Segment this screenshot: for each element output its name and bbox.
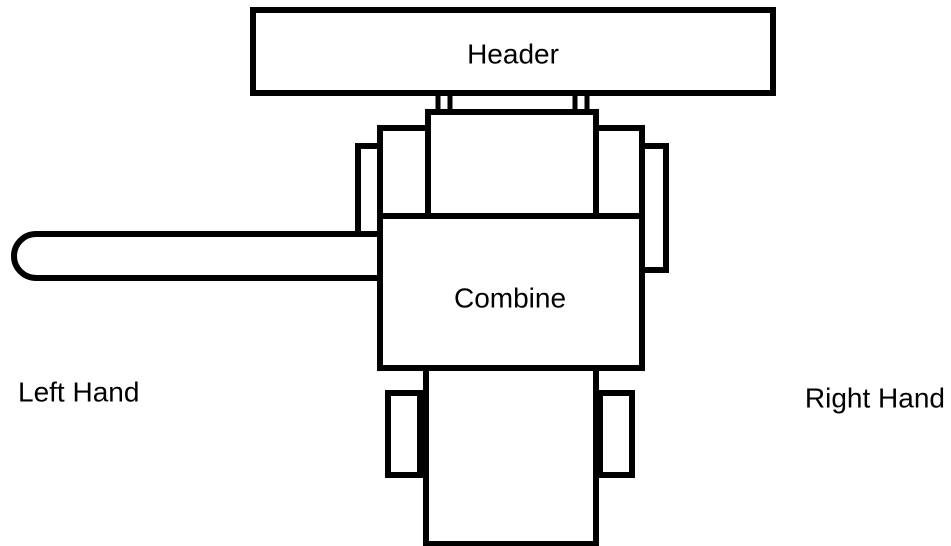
rear-wheel-left <box>385 390 423 478</box>
front-wheel-right <box>639 143 669 273</box>
header-block <box>250 7 776 96</box>
combine-label: Combine <box>454 282 566 313</box>
rear-wheel-right <box>597 390 635 478</box>
right-hand-label: Right Hand <box>805 382 945 413</box>
rear-section <box>423 365 599 546</box>
left-hand-label: Left Hand <box>18 376 139 407</box>
feeder-house <box>425 109 599 221</box>
header-label: Header <box>467 38 559 69</box>
unloading-auger <box>11 231 385 281</box>
